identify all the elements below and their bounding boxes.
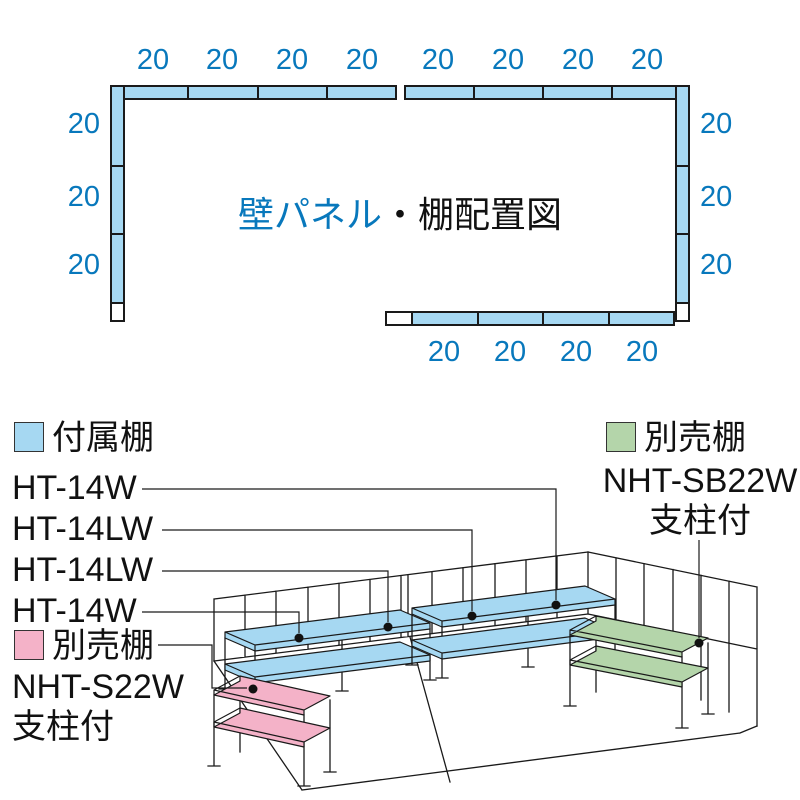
plan-right-wall (675, 85, 690, 322)
wall-panel (609, 313, 673, 324)
panel-size-label: 20 (700, 249, 733, 281)
leader-pink-shelf (158, 644, 247, 689)
panel-size-label: 20 (421, 44, 455, 76)
included-shelf-title: 付属棚 (52, 419, 154, 457)
wall-panel (475, 87, 544, 98)
optional-green-model: NHT-SB22W (602, 462, 798, 500)
panel-size-label: 20 (625, 336, 659, 368)
shelf-board (213, 675, 331, 716)
optional-green-swatch (606, 422, 636, 452)
panel-size-label: 20 (561, 44, 595, 76)
shelf-marker-dot (551, 600, 561, 610)
panel-size-label: 20 (700, 181, 733, 213)
panel-size-label: 20 (67, 181, 100, 213)
wall-panel (677, 235, 688, 304)
panel-size-label: 20 (491, 44, 525, 76)
shelf-marker-dot (383, 622, 393, 632)
wall-panel (613, 87, 680, 98)
wall-panel (112, 87, 123, 167)
panel-size-label: 20 (630, 44, 664, 76)
back-wall (213, 551, 589, 662)
optional-shelf-green (563, 615, 715, 729)
leader-ht14lw-2 (162, 570, 389, 622)
panel-size-label: 20 (205, 44, 239, 76)
optional-pink-model: NHT-S22W (12, 668, 184, 706)
panel-size-label: 20 (427, 336, 461, 368)
wall-panel (112, 235, 123, 304)
wall-panel (406, 87, 475, 98)
plan-bottom-wall (385, 311, 675, 326)
wall-panel (112, 167, 123, 235)
wall-panel (258, 87, 328, 98)
plan-title-blue: 壁パネル (237, 194, 382, 235)
shelf-model-label: HT-14LW (12, 510, 154, 548)
optional-pink-title: 別売棚 (52, 627, 154, 665)
leader-lines (142, 488, 700, 689)
panel-size-label: 20 (493, 336, 527, 368)
optional-green-title: 別売棚 (644, 419, 746, 457)
wall-panel (544, 87, 613, 98)
optional-shelf-pink (207, 675, 337, 787)
shelf-marker-dot (694, 638, 704, 648)
plan-title: 壁パネル・棚配置図 (230, 186, 570, 238)
panel-size-label: 20 (136, 44, 170, 76)
leader-ht14w-2 (142, 611, 300, 633)
panel-size-label: 20 (67, 108, 100, 140)
wall-opening (387, 313, 413, 324)
wall-panel (327, 87, 395, 98)
panel-size-label: 20 (700, 108, 733, 140)
wall-panel (677, 87, 688, 167)
plan-top-wall-right (404, 85, 682, 100)
panel-size-label: 20 (67, 249, 100, 281)
shelf-board (569, 615, 709, 658)
optional-pink-note: 支柱付 (12, 708, 114, 746)
shelf-board (569, 645, 709, 688)
wall-panel (544, 313, 610, 324)
shelf-marker-dot (248, 684, 258, 694)
included-shelf-swatch (14, 422, 44, 452)
shelf-model-label: HT-14W (12, 469, 137, 507)
shelf-board (224, 609, 431, 652)
shelf-marker-dot (294, 633, 304, 643)
shelf-marker-dot (467, 611, 477, 621)
leader-ht14lw-1 (162, 529, 473, 611)
marker-dots (248, 600, 704, 694)
wall-panel (478, 313, 544, 324)
panel-size-label: 20 (559, 336, 593, 368)
shelf-board (213, 707, 331, 748)
panel-size-label: 20 (345, 44, 379, 76)
shelf-model-label: HT-14LW (12, 551, 154, 589)
wall-opening (112, 304, 123, 320)
leader-ht14w-1 (142, 488, 557, 600)
wall-panel (677, 167, 688, 235)
wall-panel (189, 87, 259, 98)
wall-panel (413, 313, 479, 324)
plan-left-wall (110, 85, 125, 322)
plan-top-wall-left (118, 85, 397, 100)
optional-green-note: 支柱付 (649, 502, 751, 540)
wall-panel (120, 87, 190, 98)
shelf-model-label: HT-14W (12, 592, 137, 630)
wall-opening (677, 304, 688, 320)
panel-size-label: 20 (275, 44, 309, 76)
plan-title-black: ・棚配置図 (382, 194, 563, 235)
optional-pink-swatch (14, 630, 44, 660)
